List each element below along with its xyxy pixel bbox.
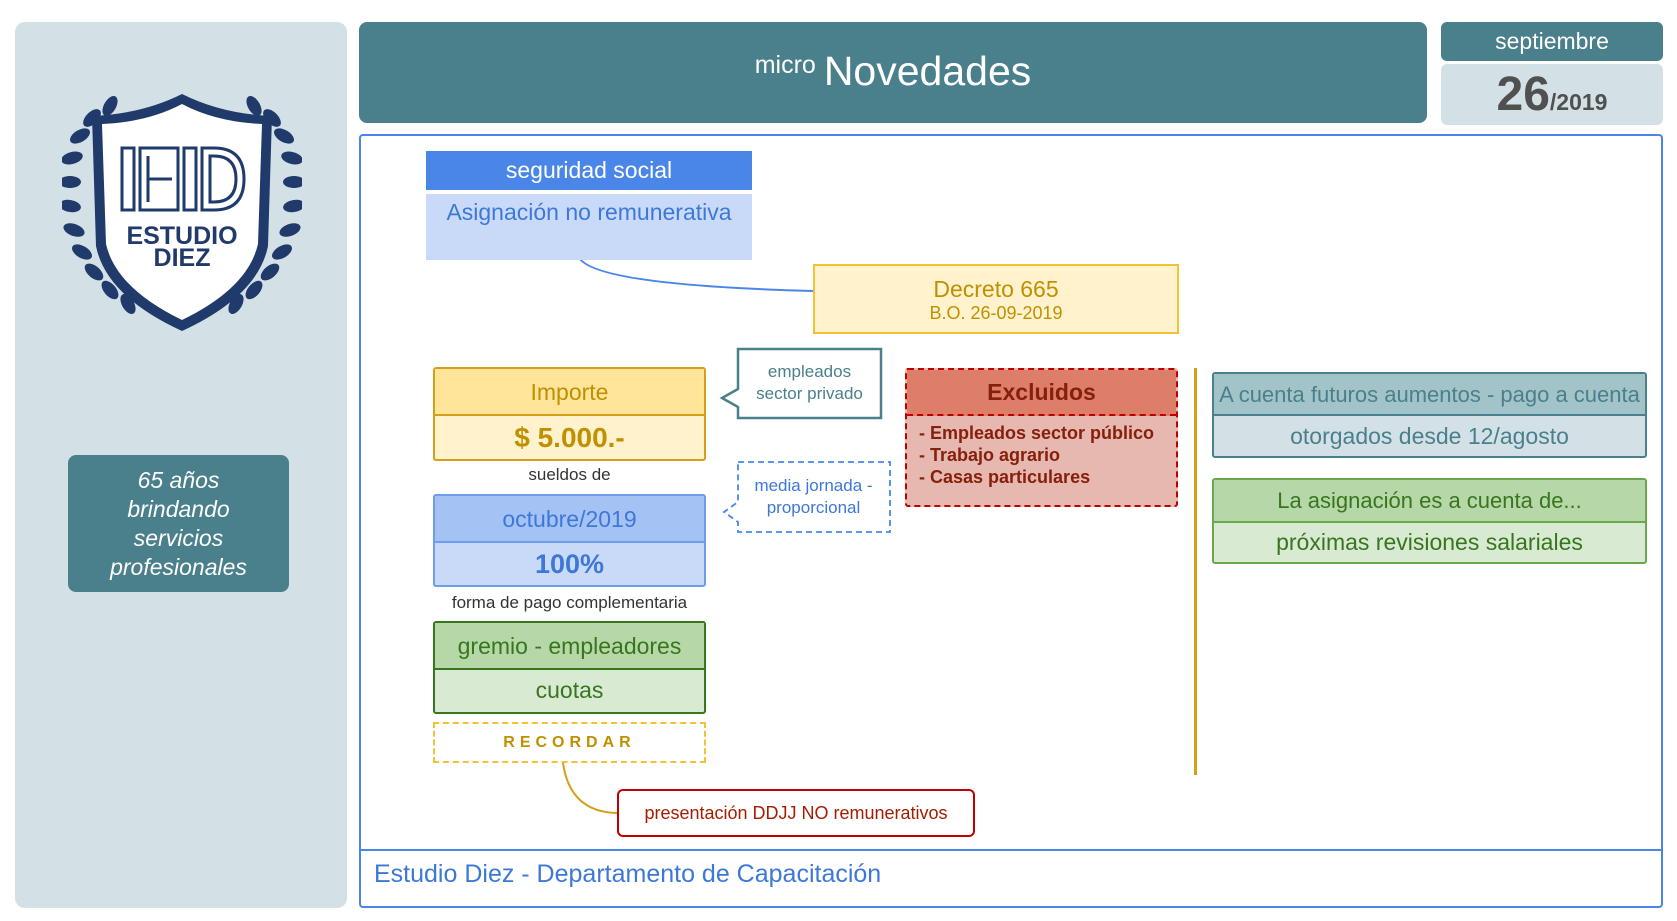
monogram-icon — [120, 146, 246, 212]
octubre-caption: forma de pago complementaria — [451, 593, 688, 612]
excluidos-list: - Empleados sector público - Trabajo agr… — [919, 422, 1154, 488]
recordar-box: RECORDAR — [433, 722, 706, 763]
svg-text:DIEZ: DIEZ — [154, 244, 211, 272]
callout-empleados-line: sector privado — [756, 384, 863, 403]
excluidos-item: - Empleados sector público — [919, 423, 1155, 443]
footer-text: Estudio Diez - Departamento de Capacitac… — [374, 860, 882, 888]
seguridad-social-body: Asignación no remunerativa — [426, 194, 752, 260]
tagline-line: servicios — [133, 525, 224, 551]
callout-empleados: empleados sector privado — [724, 349, 881, 418]
a-cuenta-title: A cuenta futuros aumentos - pago a cuent… — [1214, 374, 1645, 416]
gremio-box: gremio - empleadores cuotas — [433, 621, 706, 714]
footer-divider — [361, 849, 1661, 851]
callout-media: media jornada - proporcional — [725, 462, 890, 532]
header-prefix: micro — [754, 50, 816, 79]
a-cuenta-box: A cuenta futuros aumentos - pago a cuent… — [1212, 372, 1647, 458]
page-title: Novedades — [823, 48, 1032, 94]
excluidos-box: Excluidos - Empleados sector público - T… — [905, 368, 1178, 507]
importe-value: $ 5.000.- — [514, 422, 625, 453]
date-month: septiembre — [1441, 22, 1663, 61]
vertical-divider — [1194, 368, 1197, 775]
gremio-value: cuotas — [535, 677, 604, 703]
decreto-box: Decreto 665 B.O. 26-09-2019 — [813, 264, 1179, 334]
decreto-subtitle: B.O. 26-09-2019 — [929, 303, 1063, 323]
importe-title: Importe — [435, 369, 704, 416]
callout-empleados-line: empleados — [767, 362, 852, 381]
decreto-title: Decreto 665 — [933, 276, 1059, 302]
date-day-box: 26/2019 — [1441, 64, 1663, 125]
octubre-box: octubre/2019 100% — [433, 494, 706, 587]
tagline-line: 65 años — [137, 467, 220, 493]
date-year: /2019 — [1549, 89, 1608, 115]
importe-box: Importe $ 5.000.- — [433, 367, 706, 461]
laurel-right-icon — [228, 96, 305, 314]
asignacion-box: La asignación es a cuenta de... próximas… — [1212, 478, 1647, 564]
seguridad-social-title: seguridad social — [426, 151, 752, 190]
asignacion-value: próximas revisiones salariales — [1276, 529, 1583, 555]
excluidos-item: - Trabajo agrario — [919, 445, 1061, 465]
octubre-title: octubre/2019 — [435, 496, 704, 543]
main-panel — [359, 134, 1663, 908]
excluidos-title: Excluidos — [907, 370, 1176, 416]
tagline-line: profesionales — [110, 554, 247, 580]
laurel-left-icon — [59, 96, 136, 314]
tagline-line: brindando — [127, 496, 230, 522]
importe-caption: sueldos de — [528, 465, 611, 484]
asignacion-title: La asignación es a cuenta de... — [1214, 480, 1645, 523]
a-cuenta-value: otorgados desde 12/agosto — [1290, 423, 1569, 449]
octubre-value: 100% — [534, 549, 605, 579]
gremio-title: gremio - empleadores — [435, 623, 704, 670]
callout-media-line: media jornada - — [754, 476, 873, 495]
callout-media-line: proporcional — [766, 498, 861, 517]
tagline-badge: 65 años brindando servicios profesionale… — [68, 455, 289, 592]
date-day: 26 — [1496, 68, 1550, 121]
presentacion-box: presentación DDJJ NO remunerativos — [617, 789, 975, 837]
svg-text:ESTUDIO: ESTUDIO — [126, 222, 237, 250]
excluidos-item: - Casas particulares — [919, 467, 1091, 487]
estudio-diez-logo: ESTUDIO DIEZ — [59, 86, 305, 346]
